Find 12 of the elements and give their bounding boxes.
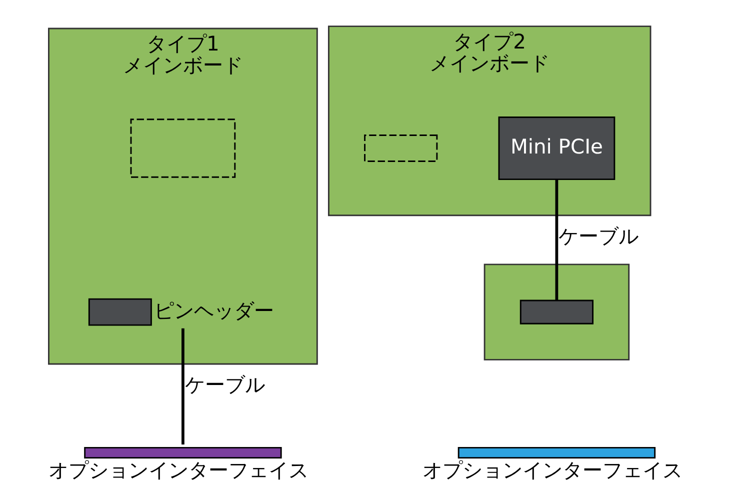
node-label: オプションインターフェイス: [48, 457, 308, 482]
node-box: [364, 134, 438, 162]
connector: [181, 328, 184, 444]
node-label: オプションインターフェイス: [422, 457, 682, 482]
edge-label: ケーブル: [558, 224, 638, 248]
node-box: [519, 299, 594, 324]
edge-label: ケーブル: [184, 372, 264, 396]
node-box: [130, 118, 236, 178]
node-box: Mini PCIe: [498, 116, 615, 180]
connector: [554, 179, 558, 300]
node-label: ピンヘッダー: [154, 298, 274, 322]
cluster: [483, 263, 630, 360]
